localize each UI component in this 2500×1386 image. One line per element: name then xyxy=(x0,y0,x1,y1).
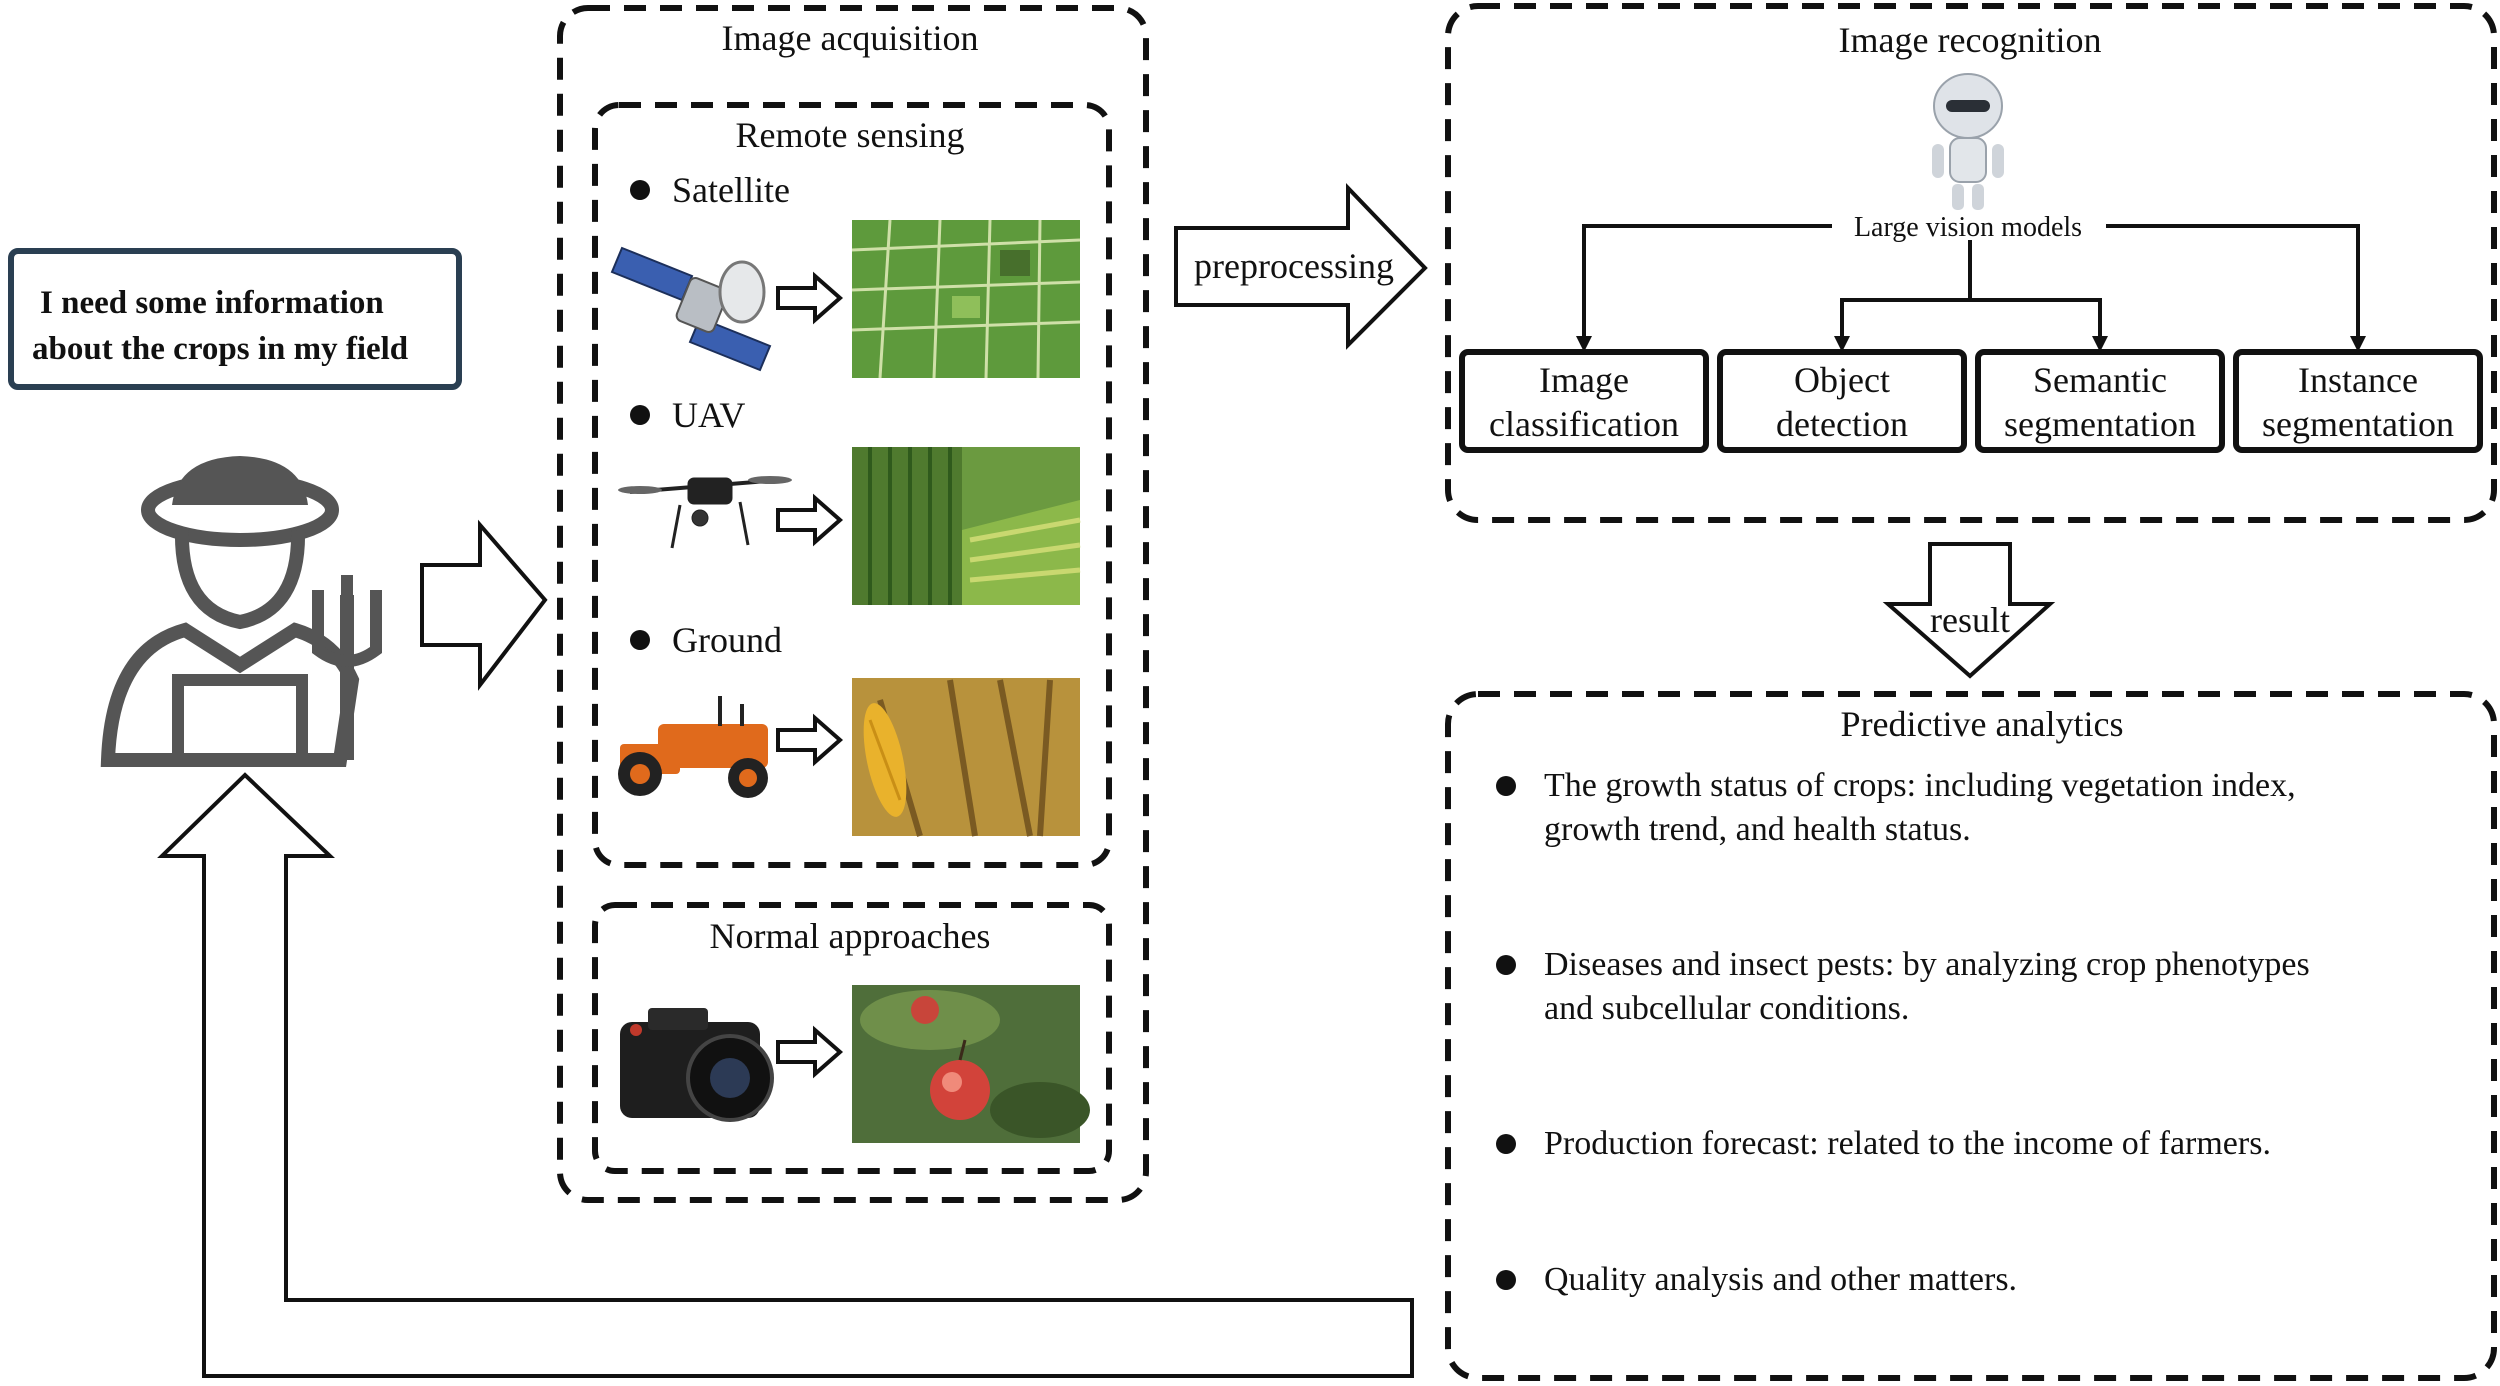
bullet xyxy=(1496,1134,1516,1154)
task-line2: segmentation xyxy=(2004,404,2196,444)
model-label: Large vision models xyxy=(1854,212,2082,243)
source-label-satellite: Satellite xyxy=(672,170,790,210)
bullet xyxy=(1496,1270,1516,1290)
task-line1: Object xyxy=(1794,360,1890,400)
normal-approaches-title: Normal approaches xyxy=(710,916,991,956)
task-box-semantic-segmentation: Semantic segmentation xyxy=(1975,349,2225,453)
task-box-object-detection: Object detection xyxy=(1717,349,1967,453)
analytics-item-line1: The growth status of crops: including ve… xyxy=(1544,767,2296,804)
satellite-icon xyxy=(610,246,772,372)
acquisition-frame xyxy=(557,5,1149,1203)
result-label: result xyxy=(1930,600,2010,640)
arrow-to-acquisition xyxy=(420,519,548,691)
feedback-arrow xyxy=(157,772,1414,1378)
model-connectors xyxy=(1582,224,2360,340)
task-box-instance-segmentation: Instance segmentation xyxy=(2233,349,2483,453)
field-image-satellite xyxy=(851,219,1081,379)
preprocessing-label: preprocessing xyxy=(1194,246,1394,286)
small-arrow xyxy=(776,1025,844,1079)
recognition-frame xyxy=(1445,3,2497,523)
remote-sensing-frame xyxy=(592,102,1112,868)
task-line1: Instance xyxy=(2298,360,2418,400)
camera-icon xyxy=(620,1008,774,1122)
analytics-item-line2: and subcellular conditions. xyxy=(1544,990,1910,1027)
analytics-title: Predictive analytics xyxy=(1841,704,2124,744)
bullet xyxy=(1496,955,1516,975)
recognition-title: Image recognition xyxy=(1839,20,2102,60)
analytics-item-line1: Production forecast: related to the inco… xyxy=(1544,1125,2271,1162)
bullet xyxy=(630,405,650,425)
normal-approaches-frame xyxy=(592,902,1112,1174)
bullet xyxy=(630,630,650,650)
field-image-corn xyxy=(852,678,1080,837)
task-line1: Image xyxy=(1539,360,1629,400)
acquisition-title: Image acquisition xyxy=(722,18,979,58)
drone-icon xyxy=(618,476,792,549)
remote-sensing-title: Remote sensing xyxy=(736,115,965,155)
connector-arrowheads xyxy=(1576,336,2366,352)
task-box-image-classification: Image classification xyxy=(1459,349,1709,453)
task-line1: Semantic xyxy=(2033,360,2167,400)
analytics-item-line1: Diseases and insect pests: by analyzing … xyxy=(1544,946,2310,983)
task-line2: classification xyxy=(1489,404,1679,444)
preprocessing-arrow xyxy=(1174,183,1428,350)
bullet xyxy=(630,180,650,200)
user-request-bubble: I need some information about the crops … xyxy=(8,248,462,390)
bubble-line-2: about the crops in my field xyxy=(32,331,409,367)
task-line2: detection xyxy=(1776,404,1908,444)
field-image-uav xyxy=(852,447,1081,605)
small-arrow xyxy=(776,493,844,547)
robot-icon xyxy=(1932,73,2004,210)
analytics-item-line2: growth trend, and health status. xyxy=(1544,811,1971,848)
small-arrow xyxy=(776,713,844,767)
source-label-uav: UAV xyxy=(672,395,745,435)
bullet xyxy=(1496,776,1516,796)
analytics-frame xyxy=(1445,691,2497,1381)
bubble-line-1: I need some information xyxy=(40,285,384,321)
farmer-icon xyxy=(100,456,382,767)
source-label-ground: Ground xyxy=(672,620,782,660)
task-line2: segmentation xyxy=(2262,404,2454,444)
apple-image xyxy=(852,985,1090,1143)
tractor-icon xyxy=(618,696,768,798)
analytics-item-line1: Quality analysis and other matters. xyxy=(1544,1261,2018,1298)
result-arrow xyxy=(1882,542,2056,679)
small-arrow xyxy=(776,271,844,325)
